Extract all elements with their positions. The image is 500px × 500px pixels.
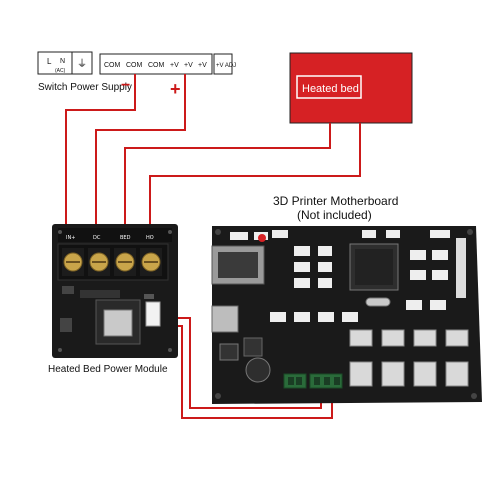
terminal-v-1: +V — [170, 62, 179, 69]
heated-bed-power-module: IN+ DC BED HO — [52, 224, 178, 358]
mb-connector — [362, 230, 376, 238]
heated-bed-power-module-label: Heated Bed Power Module — [48, 364, 168, 375]
mosfet — [103, 309, 133, 337]
inductor — [245, 357, 271, 383]
plus-sign: + — [170, 79, 181, 99]
mb-led — [258, 234, 266, 242]
mb-connector — [386, 230, 400, 238]
module-silk-4: HO — [146, 235, 154, 241]
mb-connector — [272, 230, 288, 238]
module-component — [62, 286, 74, 294]
stepper-driver — [349, 361, 373, 387]
minus-sign: − — [121, 77, 130, 94]
module-silk-1: IN+ — [66, 235, 75, 241]
terminal-l: L — [47, 57, 52, 66]
heated-bed-label: Heated bed — [302, 83, 359, 95]
terminal-n: N — [60, 58, 65, 65]
wire-bed-2 — [149, 123, 361, 230]
terminal-v-2: +V — [184, 62, 193, 69]
wire-supply-negative — [65, 74, 136, 230]
led-indicator — [144, 294, 154, 299]
motherboard-title: 3D Printer Motherboard — [273, 194, 398, 208]
wire-bed-1 — [124, 123, 331, 230]
screw-terminal-3 — [114, 248, 136, 276]
signal-connector — [145, 301, 161, 327]
switch-power-supply-label: Switch Power Supply — [38, 82, 132, 93]
mb-header-strip — [456, 238, 466, 298]
mb-connector — [430, 230, 450, 238]
power-terminal-block — [283, 373, 307, 389]
screw-terminal-2 — [88, 248, 110, 276]
terminal-com-3: COM — [148, 62, 165, 69]
heated-bed: Heated bed — [289, 52, 413, 124]
stepper-driver — [413, 361, 437, 387]
wire-supply-positive — [95, 74, 186, 230]
terminal-ac-label: (AC) — [55, 68, 66, 74]
stepper-driver — [445, 361, 469, 387]
terminal-v-adj: +V ADJ — [216, 63, 236, 69]
module-silk-2: DC — [93, 235, 101, 241]
printer-motherboard — [211, 226, 482, 404]
screw-terminal-4 — [140, 248, 162, 276]
terminal-ground: ⏚ — [77, 58, 87, 70]
terminal-v-3: +V — [198, 62, 207, 69]
motherboard-subtitle: (Not included) — [297, 208, 372, 222]
module-component — [80, 290, 120, 298]
module-component — [60, 318, 72, 332]
terminal-com-1: COM — [104, 62, 121, 69]
usb-port — [211, 305, 239, 333]
module-silk-3: BED — [120, 235, 131, 241]
power-supply-terminal-strip: L N (AC) ⏚ COM COM COM +V +V +V +V ADJ S… — [37, 51, 236, 99]
stepper-driver — [381, 361, 405, 387]
terminal-com-2: COM — [126, 62, 143, 69]
mb-connector — [230, 232, 248, 240]
screw-terminal-1 — [62, 248, 84, 276]
